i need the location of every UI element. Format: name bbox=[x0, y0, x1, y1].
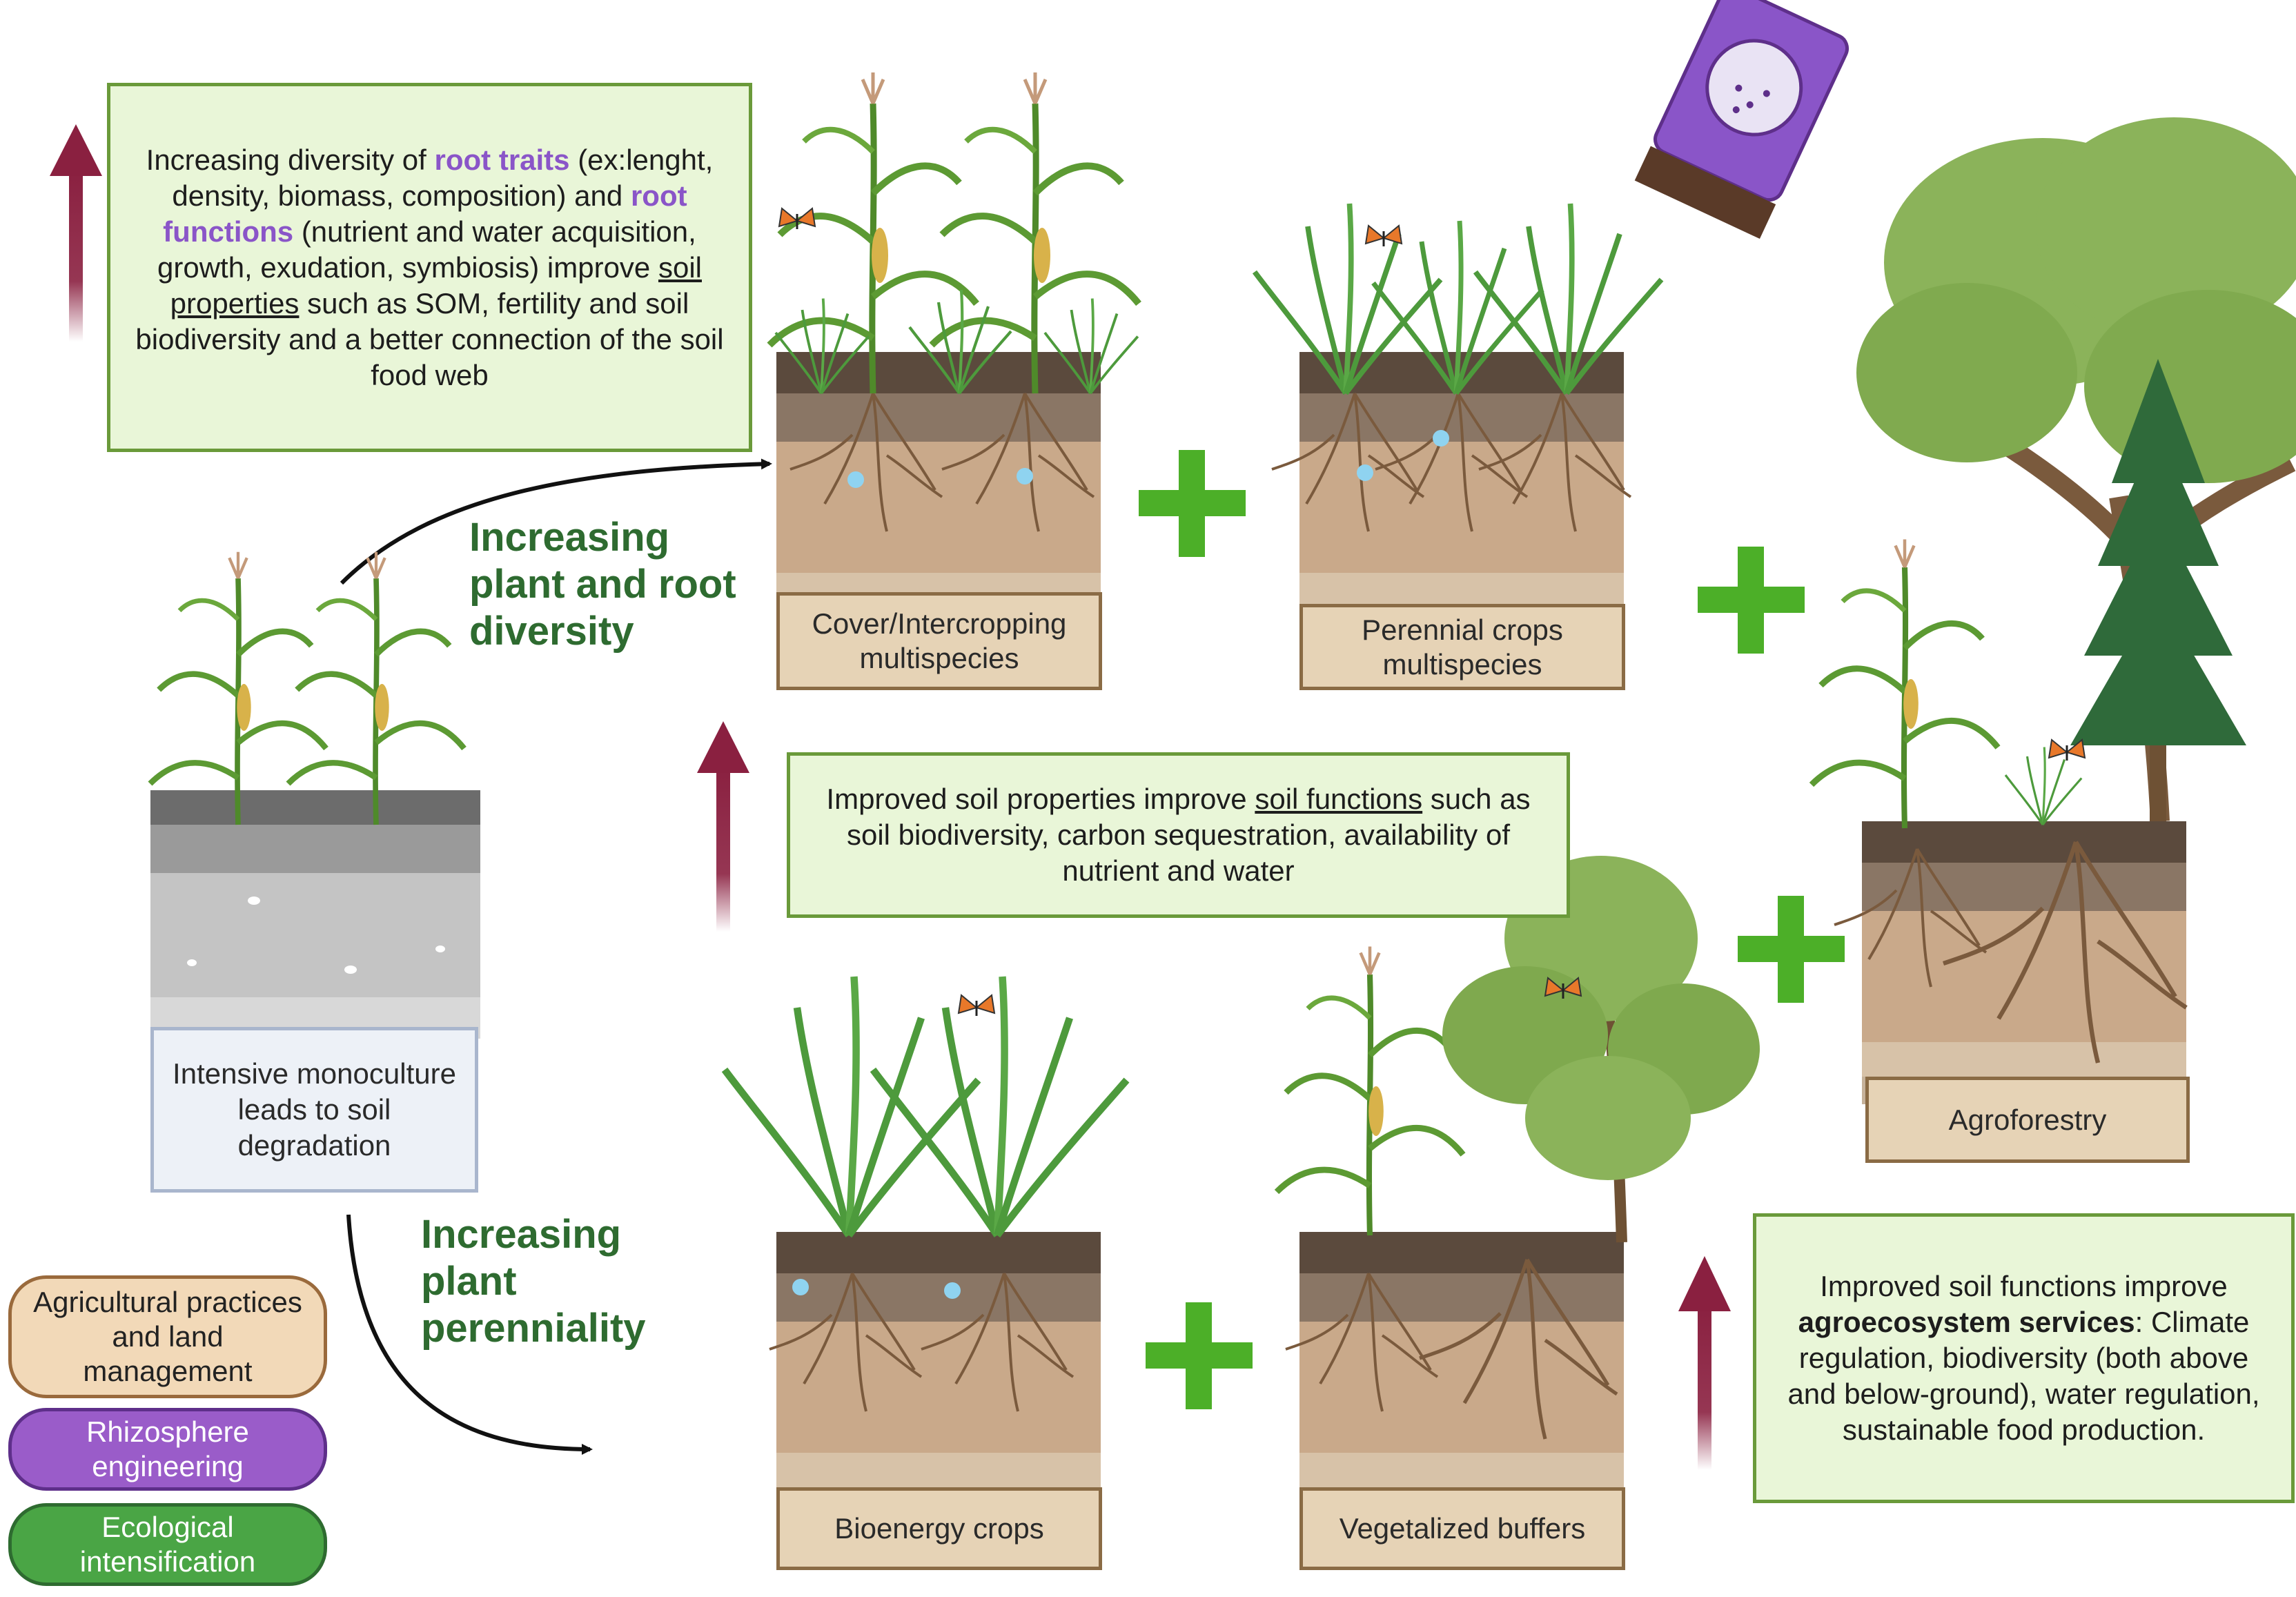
cover-cropping-label: Cover/Intercropping multispecies bbox=[776, 592, 1102, 690]
maize-plant-icon bbox=[288, 552, 464, 825]
soil-properties-term: soil properties bbox=[170, 251, 702, 320]
maize-plant-icon bbox=[1277, 947, 1463, 1236]
ecosystem-services-box: Improved soil functions improve agroecos… bbox=[1753, 1213, 2295, 1503]
plus-icon bbox=[1146, 1302, 1253, 1409]
soil-functions-term: soil functions bbox=[1255, 783, 1423, 815]
perennial-soil bbox=[1270, 352, 1632, 635]
buffers-soil bbox=[1284, 1232, 1624, 1515]
plus-icon bbox=[1139, 450, 1246, 557]
agroecosystem-services-term: agroecosystem services bbox=[1798, 1306, 2135, 1338]
curved-arrow-up bbox=[340, 458, 772, 585]
bioenergy-crops-label: Bioenergy crops bbox=[776, 1487, 1102, 1570]
text-segment: Improved soil functions improve bbox=[1820, 1270, 2228, 1302]
inoculant-bag-icon bbox=[1634, 0, 1849, 239]
legend-item: Rhizosphere engineering bbox=[8, 1408, 327, 1491]
root-diversity-text: Increasing diversity of root traits (ex:… bbox=[131, 142, 728, 393]
text-segment: : Climate regulation, biodiversity (both… bbox=[1787, 1306, 2260, 1446]
tree-icon bbox=[1856, 117, 2296, 822]
maize-plant-icon bbox=[1812, 540, 1998, 829]
tree-icon bbox=[1442, 856, 1760, 1243]
plant-perenniality-label: Increasing plant perenniality bbox=[421, 1212, 646, 1351]
legend-item: Agricultural practices and land manageme… bbox=[8, 1275, 327, 1398]
arrow-up-icon bbox=[1678, 1256, 1731, 1470]
plus-icon bbox=[1698, 547, 1805, 654]
cover-crop-soil bbox=[776, 352, 1101, 635]
perennial-crops-label: Perennial crops multispecies bbox=[1299, 604, 1625, 690]
text-segment: Improved soil properties improve bbox=[826, 783, 1255, 815]
soil-functions-text: Improved soil properties improve soil fu… bbox=[811, 781, 1546, 889]
butterfly-icon bbox=[2048, 738, 2086, 762]
grass-icon bbox=[2004, 745, 2083, 826]
grass-icon bbox=[873, 977, 1127, 1235]
root-traits-term: root traits bbox=[434, 143, 570, 176]
soil-functions-box: Improved soil properties improve soil fu… bbox=[787, 752, 1570, 918]
monoculture-label: Intensive monoculture leads to soil degr… bbox=[150, 1027, 478, 1193]
grass-icon bbox=[725, 977, 979, 1235]
root-functions-term: root functions bbox=[163, 179, 687, 248]
arrow-up-icon bbox=[697, 721, 749, 932]
conifer-icon bbox=[2070, 359, 2246, 828]
monoculture-soil bbox=[150, 790, 480, 1039]
ecosystem-services-text: Improved soil functions improve agroecos… bbox=[1777, 1268, 2270, 1448]
legend-item: Ecological intensification bbox=[8, 1503, 327, 1586]
text-segment: (nutrient and water acquisition, growth,… bbox=[157, 215, 696, 284]
agroforestry-label: Agroforestry bbox=[1865, 1077, 2190, 1163]
curved-arrow-down bbox=[346, 1214, 593, 1455]
vegetalized-buffers-label: Vegetalized buffers bbox=[1299, 1487, 1625, 1570]
plant-root-diversity-label: Increasing plant and root diversity bbox=[469, 515, 736, 654]
bioenergy-soil bbox=[768, 1232, 1101, 1515]
plus-icon bbox=[1738, 896, 1845, 1003]
text-segment: such as SOM, fertility and soil biodiver… bbox=[135, 286, 724, 391]
arrow-up-icon bbox=[50, 124, 102, 342]
text-segment: (ex:lenght, density, biomass, compositio… bbox=[172, 143, 714, 212]
butterfly-icon bbox=[957, 994, 996, 1017]
text-segment: such as soil biodiversity, carbon seques… bbox=[846, 783, 1531, 887]
text-segment: Increasing diversity of bbox=[146, 143, 435, 176]
agroforestry-soil bbox=[1833, 821, 2186, 1104]
root-diversity-box: Increasing diversity of root traits (ex:… bbox=[107, 83, 752, 452]
